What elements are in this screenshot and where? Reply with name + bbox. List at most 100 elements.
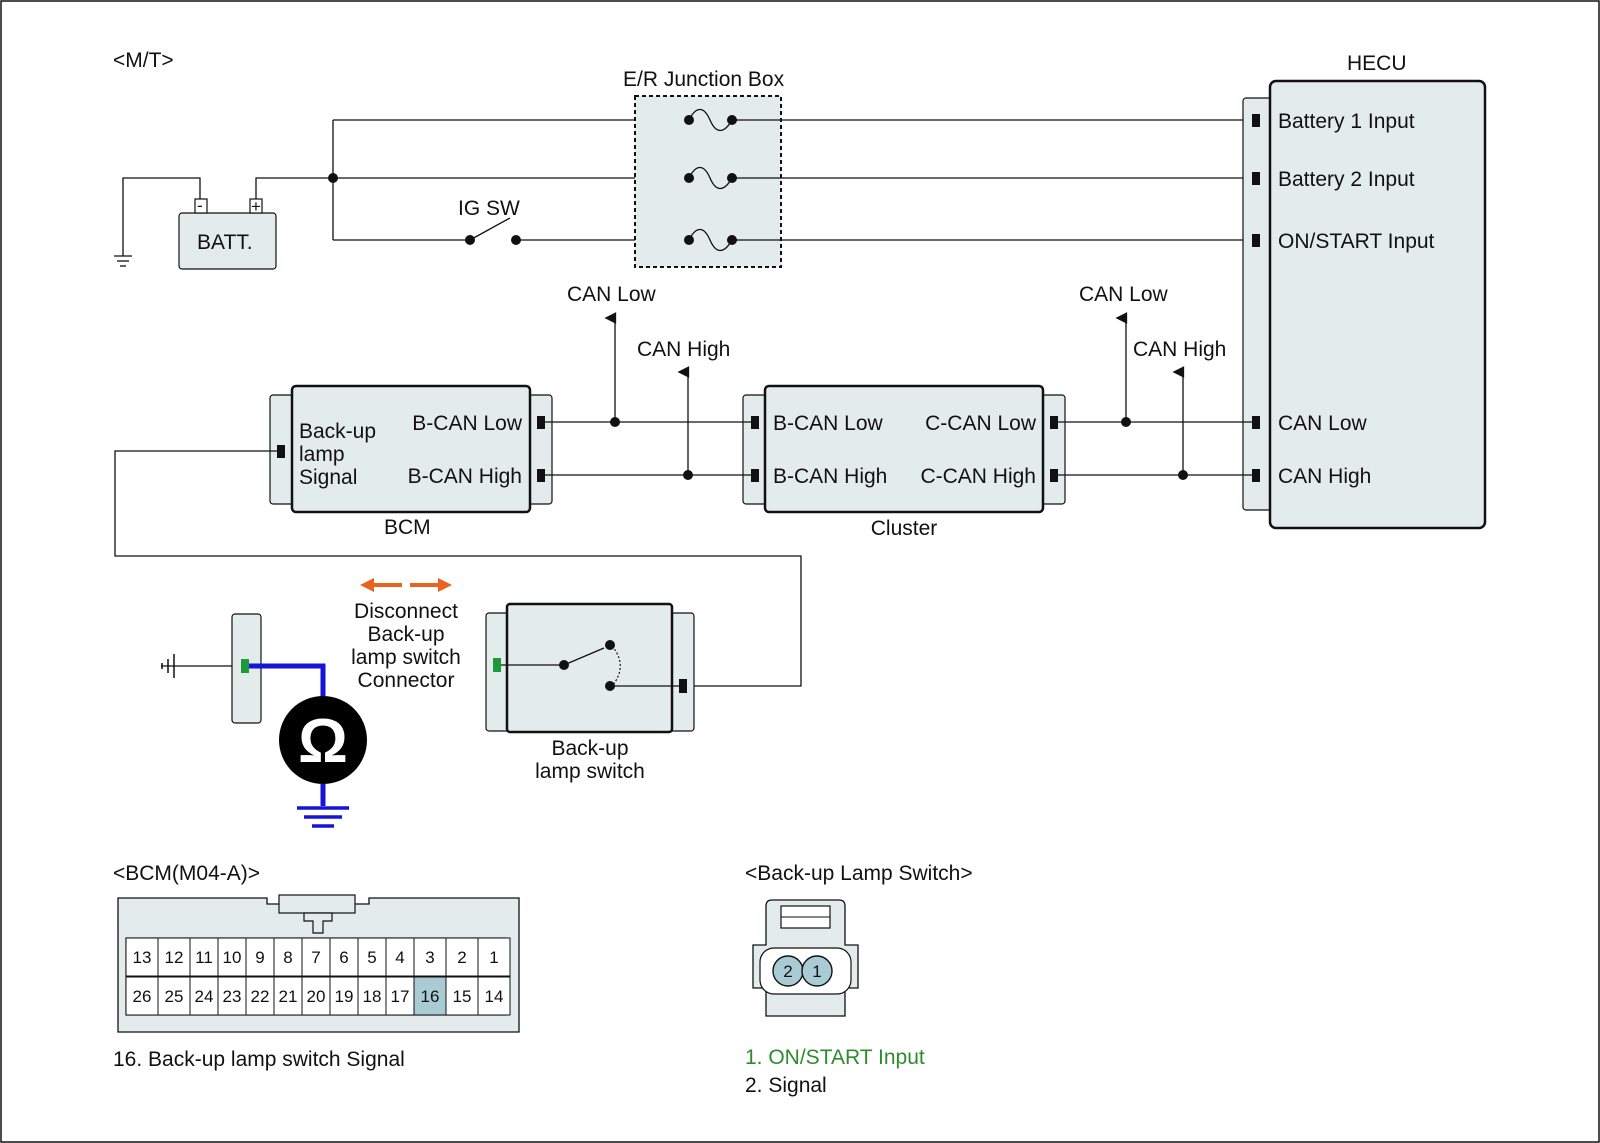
- bcm-pin-label: 4: [395, 948, 404, 967]
- ohmmeter-test: Ω: [161, 613, 367, 828]
- bcm-pin-cell: [217, 976, 247, 1016]
- cluster-label: Cluster: [871, 517, 938, 540]
- bcm-pin-cell: [217, 937, 247, 977]
- bcm-pin-label: 11: [195, 948, 213, 967]
- can-low-label-2: CAN Low: [1079, 283, 1169, 306]
- bcm-pin-label: 22: [251, 987, 270, 1006]
- battery-group: - + BATT.: [114, 177, 333, 270]
- bcm-pin-label: 21: [279, 987, 298, 1006]
- bcm-pin-label: 7: [311, 948, 320, 967]
- bcm-pin-cell: [245, 937, 275, 977]
- bcm-signal-line1: Back-up: [299, 420, 376, 443]
- bcm-pin-label: 26: [133, 987, 152, 1006]
- can-low-label-1: CAN Low: [567, 283, 657, 306]
- mt-label: <M/T>: [113, 49, 174, 72]
- bcm-pin-cell: [477, 937, 511, 977]
- bcm-pin-cell: [273, 976, 303, 1016]
- bcm-signal-line2: lamp: [299, 443, 345, 466]
- bcm-pin-cell: [301, 976, 331, 1016]
- hecu-pin-battery2: Battery 2 Input: [1278, 168, 1415, 191]
- switch-connector: 2 1: [752, 899, 859, 1017]
- bcm-pin-label: 8: [283, 948, 292, 967]
- bcm-pin-cell: [413, 976, 447, 1016]
- bcm-pin-cell: [329, 976, 359, 1016]
- disconnect-line3: lamp switch: [351, 646, 461, 669]
- bcm-pin-cell: [445, 976, 479, 1016]
- bcm-pin-cell: [245, 976, 275, 1016]
- bcm-pin-cell: [385, 976, 415, 1016]
- hecu-pin-on-start: ON/START Input: [1278, 230, 1435, 253]
- battery-plus-label: +: [251, 197, 261, 216]
- battery: [178, 212, 277, 270]
- disconnect-line1: Disconnect: [354, 600, 458, 623]
- bcm-b-can-high: B-CAN High: [408, 465, 522, 488]
- hecu: HECU Battery 1 Input Battery 2 Input ON/…: [1242, 52, 1487, 530]
- bcm-pin-cell: [301, 937, 331, 977]
- cluster: B-CAN Low B-CAN High C-CAN Low C-CAN Hig…: [742, 384, 1066, 540]
- bcm-pin-label: 12: [165, 948, 184, 967]
- disconnect-line4: Connector: [358, 669, 455, 692]
- ig-switch: IG SW: [458, 197, 521, 245]
- junction-box: E/R Junction Box: [623, 68, 785, 268]
- bcm-b-can-low: B-CAN Low: [412, 412, 523, 435]
- backup-lamp-switch: Back-up lamp switch: [485, 602, 695, 783]
- disconnect-arrows: [360, 578, 452, 592]
- can-high-label-1: CAN High: [637, 338, 730, 361]
- hecu-pin-can-low: CAN Low: [1278, 412, 1368, 435]
- hecu-pin-can-high: CAN High: [1278, 465, 1371, 488]
- bcm-pin-label: 6: [339, 948, 348, 967]
- bcm-pin-label: 15: [453, 987, 472, 1006]
- ig-sw-label: IG SW: [458, 197, 520, 220]
- hecu-pin-battery1: Battery 1 Input: [1278, 110, 1415, 133]
- bcm-pin-cell: [445, 937, 479, 977]
- bcm-pin-label: 19: [335, 987, 354, 1006]
- bcm-connector-title: <BCM(M04-A)>: [113, 862, 260, 885]
- bcm-pin-label: 24: [195, 987, 214, 1006]
- battery-label: BATT.: [197, 231, 253, 254]
- bcm-pin-label: 2: [457, 948, 466, 967]
- bcm-pin-label: 10: [223, 948, 242, 967]
- switch-pin-1: 1: [812, 962, 821, 981]
- bcm-pin-cell: [189, 937, 219, 977]
- bcm-pin-cell: [385, 937, 415, 977]
- bcm-pin-cell: [357, 976, 387, 1016]
- bcm-pin-cell: [157, 976, 191, 1016]
- switch-legend-1: 1. ON/START Input: [745, 1046, 925, 1069]
- bcm-pin-label: 17: [391, 987, 410, 1006]
- bcm-pin-label: 1: [489, 948, 498, 967]
- bcm-pin-cell: [329, 937, 359, 977]
- bcm-pin-label: 9: [255, 948, 264, 967]
- bcm-pin-label: 16: [421, 987, 440, 1006]
- cluster-b-can-low: B-CAN Low: [773, 412, 884, 435]
- backup-signal-wire: [114, 450, 802, 687]
- cluster-c-can-low: C-CAN Low: [925, 412, 1037, 435]
- switch-legend-2: 2. Signal: [745, 1074, 827, 1097]
- hecu-label: HECU: [1347, 52, 1407, 75]
- can-high-label-2: CAN High: [1133, 338, 1226, 361]
- ohm-symbol: Ω: [298, 707, 348, 776]
- bcm-pin-label: 25: [165, 987, 184, 1006]
- switch-pin-2: 2: [783, 962, 792, 981]
- bcm-signal-line3: Signal: [299, 466, 357, 489]
- bcm-pin-label: 20: [307, 987, 326, 1006]
- bcm-connector-legend: 16. Back-up lamp switch Signal: [113, 1048, 405, 1071]
- battery-minus-label: -: [197, 196, 203, 215]
- junction-box-label: E/R Junction Box: [623, 68, 785, 91]
- bcm-pin-label: 23: [223, 987, 242, 1006]
- ohmmeter: [279, 696, 367, 784]
- bcm-pin-label: 3: [425, 948, 434, 967]
- bcm-pin-label: 14: [485, 987, 504, 1006]
- bcm-pin-cell: [273, 937, 303, 977]
- bcm-pin-cell: [413, 937, 447, 977]
- backup-switch-label-line1: Back-up: [551, 737, 628, 760]
- bcm-pin-cell: [157, 937, 191, 977]
- cluster-c-can-high: C-CAN High: [920, 465, 1036, 488]
- bcm-label: BCM: [384, 516, 431, 539]
- bcm-pin-cell: [477, 976, 511, 1016]
- bcm: Back-up lamp Signal B-CAN Low B-CAN High…: [269, 384, 553, 539]
- backup-switch-label-line2: lamp switch: [535, 760, 645, 783]
- cluster-b-can-high: B-CAN High: [773, 465, 887, 488]
